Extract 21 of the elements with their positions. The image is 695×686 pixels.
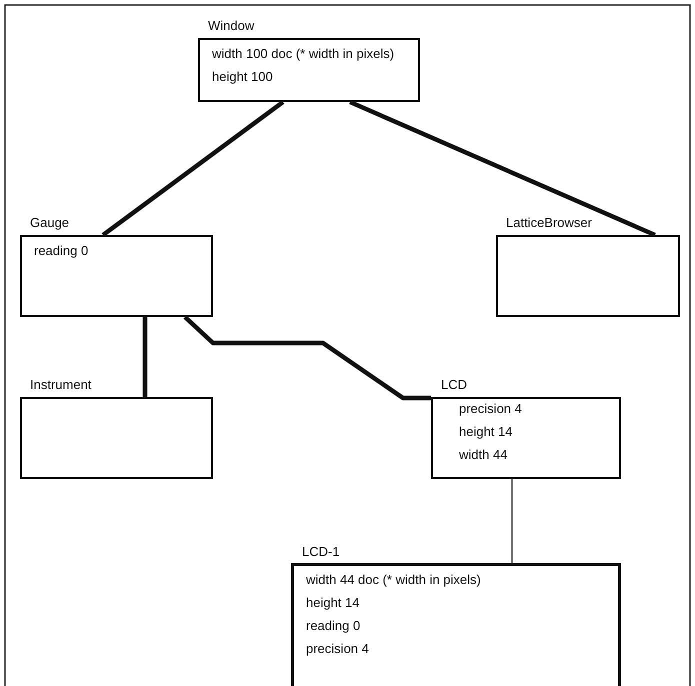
attribute-text: precision 4 [306,641,369,656]
class-name: LCD [441,377,468,392]
class-name: Instrument [30,377,92,392]
attribute-text: reading 0 [306,618,360,633]
connector-line [183,315,431,400]
attribute-text: width 44 doc (* width in pixels) [306,572,481,587]
attribute-text: height 100 [212,69,273,84]
attribute-text: height 14 [306,595,360,610]
class-name: LatticeBrowser [506,215,592,230]
class-name: Window [208,18,254,33]
connector-line [102,100,284,237]
attribute-text: height 14 [459,424,512,439]
connector-line [142,317,148,397]
attribute-text: precision 4 [459,401,522,416]
attribute-text: reading 0 [34,243,88,258]
class-name: LCD-1 [302,544,340,559]
attribute-text: width 44 [459,447,508,462]
connector-line [349,100,656,238]
connector-line [511,479,513,563]
attribute-text: width 100 doc (* width in pixels) [212,46,394,61]
class-name: Gauge [30,215,70,230]
